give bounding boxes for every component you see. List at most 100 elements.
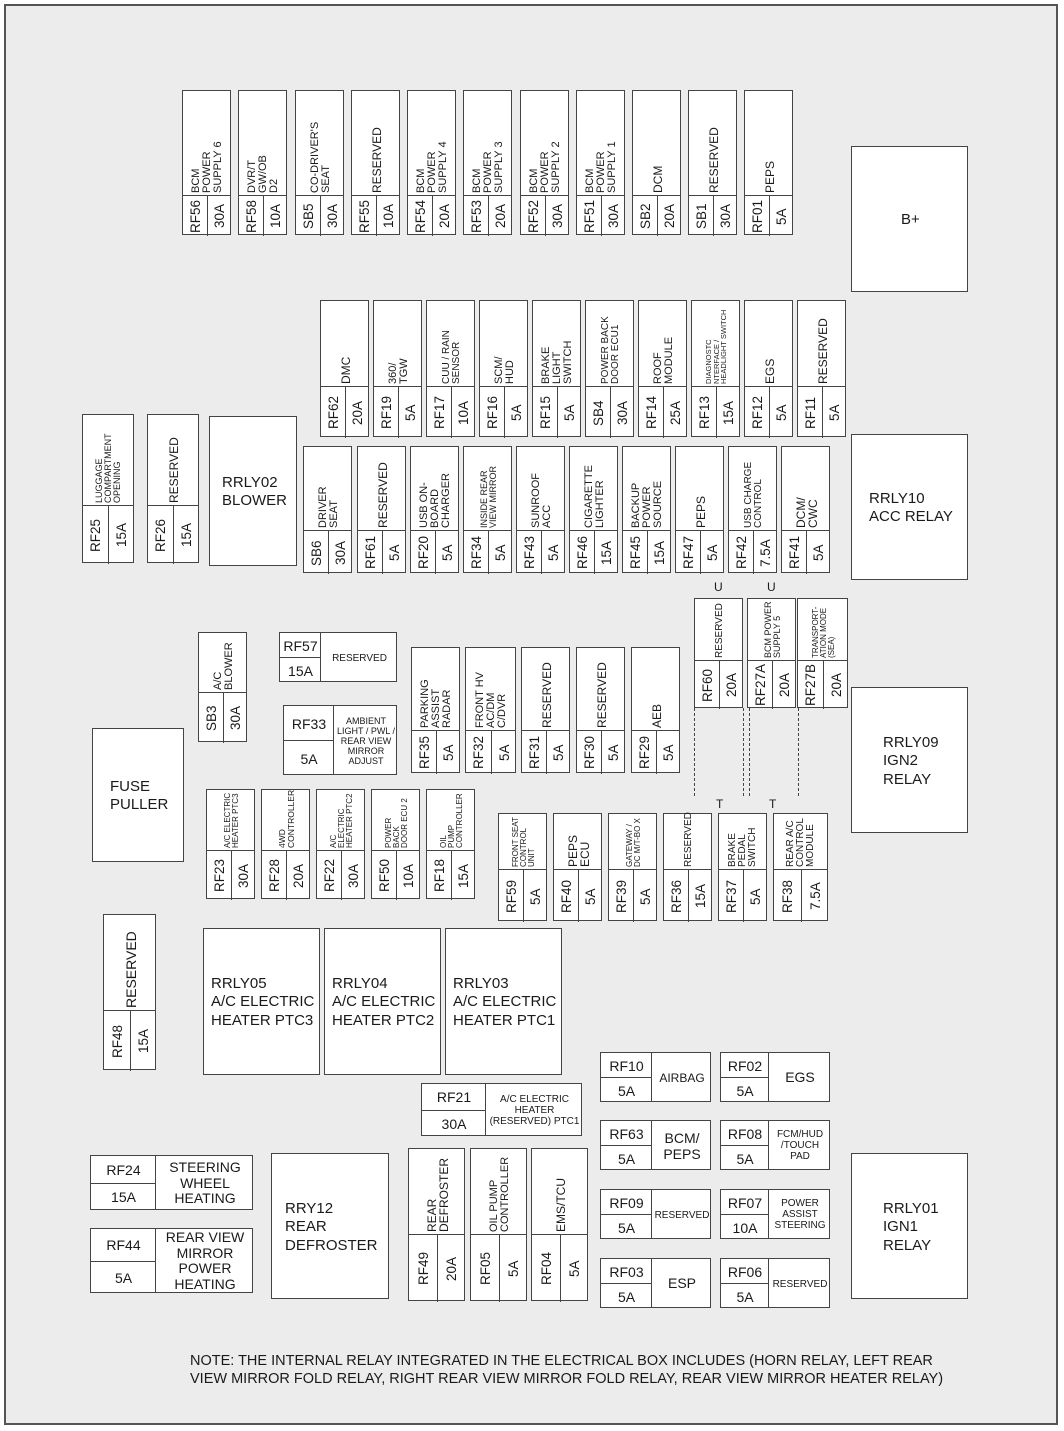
fuse-code: RF45 xyxy=(628,535,643,569)
fuse-code: RF38 xyxy=(780,879,795,913)
fuse-description: POWER ASSIST STEERING xyxy=(774,1198,826,1232)
fuse-description-cell xyxy=(480,301,527,387)
fuse-rating: 5A xyxy=(811,544,826,561)
fuse-description: RESERVED xyxy=(167,437,181,503)
fuse-code: RF32 xyxy=(471,735,486,769)
fuse-description-cell xyxy=(83,415,133,506)
fuse-description-cell xyxy=(499,814,546,870)
fuse-code: SB6 xyxy=(309,540,324,566)
fuse-description-cell xyxy=(296,91,343,196)
fuse-code-cell xyxy=(352,196,377,236)
fuse-code-cell xyxy=(148,506,174,564)
fuse-description-cell xyxy=(471,1149,526,1235)
fuse-description: REAR VIEW MIRROR POWER HEATING xyxy=(165,1229,245,1293)
fuse-rating: 5A xyxy=(617,1289,636,1305)
fuse-description-cell xyxy=(719,814,766,870)
fuse-description: BRAKE PEDAL SWITCH xyxy=(727,827,759,867)
fuse-code: RF42 xyxy=(734,535,749,569)
fuse-rating: 7.5A xyxy=(808,882,823,910)
fuse-rating: 15A xyxy=(111,1189,136,1205)
fuse-description: SUNROOF ACC xyxy=(530,473,554,528)
fuse-description: DCM xyxy=(651,165,665,193)
fuse-rating: 20A xyxy=(444,1256,459,1281)
fuse-description-cell xyxy=(745,91,792,196)
fuse-code-cell xyxy=(239,196,264,236)
fuse-code: RF28 xyxy=(267,858,282,892)
fuse-rating: 5A xyxy=(528,888,543,905)
fuse-code: RF08 xyxy=(727,1126,763,1142)
fuse-rating: 25A xyxy=(668,400,683,425)
fuse-description: INSIDE REAR VIEW MIRROR xyxy=(479,466,499,528)
fuse-code-cell xyxy=(296,196,321,236)
fuse-rating: 5A xyxy=(774,404,789,421)
fuse-code: RF56 xyxy=(188,199,203,233)
fuse-rating: 5A xyxy=(617,1151,636,1167)
fuse-code: RF04 xyxy=(539,1251,554,1285)
fuse-code: RF17 xyxy=(432,395,447,429)
fuse-rating: 5A xyxy=(403,404,418,421)
fuse-rating: 10A xyxy=(401,863,416,888)
fuse-description: USB ON- BOARD CHARGER xyxy=(418,472,453,528)
fuse-rating: 5A xyxy=(606,744,621,761)
fuse-code-cell xyxy=(517,531,542,574)
fuse-description-cell xyxy=(517,447,564,531)
fuse-code: RF59 xyxy=(504,879,519,913)
fuse-rating: 10A xyxy=(732,1220,758,1236)
fuse-rating: 5A xyxy=(705,544,720,561)
fuse-rating: 15A xyxy=(456,863,471,888)
fuse-code-cell xyxy=(374,387,399,438)
fuse-description-cell xyxy=(352,91,399,196)
fuse-code: RF10 xyxy=(609,1058,644,1074)
fuse-code: RF60 xyxy=(700,668,715,702)
fuse-description: A/C ELECTRIC HEATER (RESERVED) PTC1 xyxy=(489,1094,580,1128)
fuse-description-cell xyxy=(199,633,246,693)
fuse-rating: 5A xyxy=(827,404,842,421)
fuse-code-cell xyxy=(639,387,664,438)
fuse-rating: 5A xyxy=(551,744,566,761)
fuse-code: RF19 xyxy=(379,395,394,429)
fuse-code-cell xyxy=(664,870,689,922)
fuse-rating: 5A xyxy=(114,1270,133,1286)
fuse-code-cell xyxy=(199,693,224,743)
fuse-description: DIAGNOSTC NTERFACE / HEADLIGHT SWITCH xyxy=(704,309,729,384)
fuse-code: RF49 xyxy=(416,1251,431,1285)
fuse-description: AEB xyxy=(650,703,664,728)
fuse-description: A/C BLOWER xyxy=(212,642,236,690)
fuse-description: BCM POWER SUPPLY 5 xyxy=(763,601,783,658)
fuse-divider xyxy=(721,1121,769,1146)
fuse-description-cell xyxy=(321,301,368,387)
fuse-code-cell xyxy=(532,1235,561,1302)
fuse-code: RF62 xyxy=(326,395,341,429)
fuse-description-cell xyxy=(304,447,351,531)
fuse-description-cell xyxy=(239,91,286,196)
fuse-divider xyxy=(284,706,334,741)
fuse-rating: 5A xyxy=(583,888,598,905)
fuse-code-cell xyxy=(466,731,492,774)
fuse-description: BCM POWER SUPPLY 3 xyxy=(471,141,506,193)
dashed-link xyxy=(749,708,750,796)
fuse-description-cell xyxy=(533,301,580,387)
fuse-code-cell xyxy=(471,1235,500,1302)
fuse-code-cell xyxy=(774,870,802,922)
fuse-code-cell xyxy=(676,531,701,574)
fuse-code-cell xyxy=(262,851,287,900)
fuse-code: RF26 xyxy=(153,518,168,552)
fuse-rating: 5A xyxy=(736,1289,754,1305)
fuse-code-cell xyxy=(412,731,437,774)
fuse-description: AMBIENT LIGHT / PWL / REAR VIEW MIRROR A… xyxy=(336,716,395,767)
fuse-code-cell xyxy=(427,851,452,900)
fuse-description: DMC xyxy=(339,356,353,384)
